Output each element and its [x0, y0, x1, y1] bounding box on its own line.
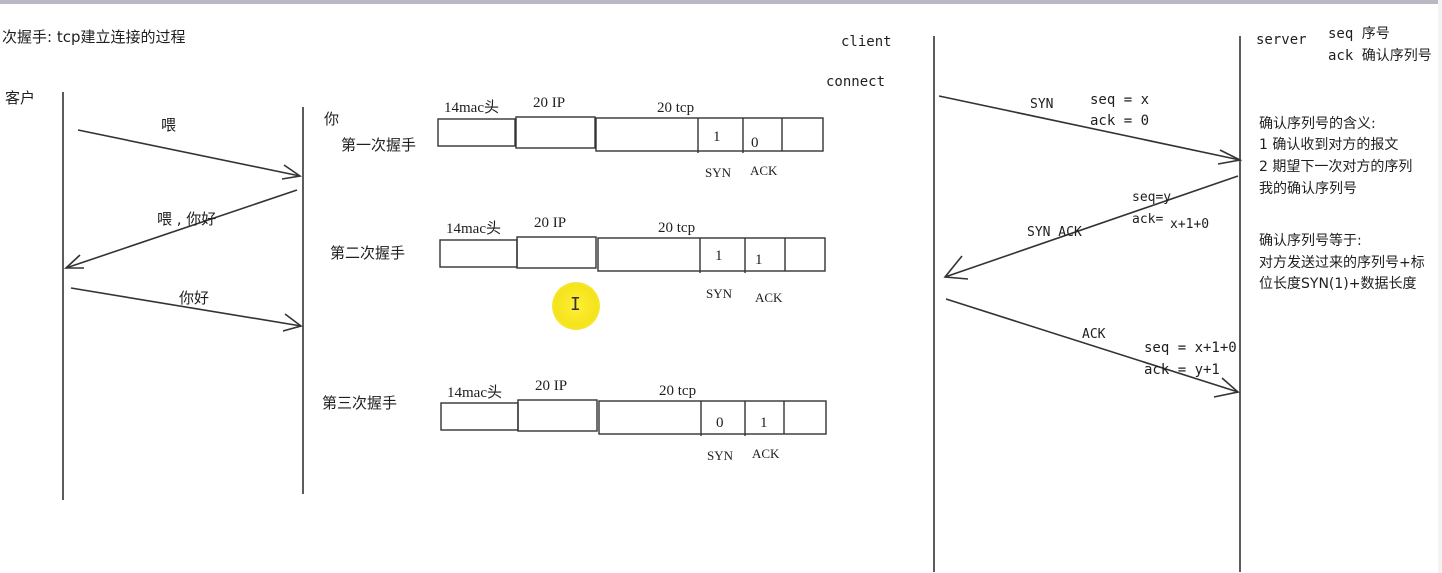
arrow1-flag: SYN: [1030, 97, 1054, 112]
arrowhead-ack: [1213, 377, 1240, 398]
arrowhead-syn-ack: [943, 255, 969, 280]
arrow2-ack-value: x+1+0: [1170, 217, 1210, 232]
client-label: 客户: [5, 89, 36, 107]
msg2-label: 喂 , 你好: [157, 210, 217, 228]
handshake-2-ip: 20 IP: [534, 215, 567, 231]
handshake-1-ack-value: 0: [751, 135, 759, 151]
handshake-1-mac: 14mac头: [444, 100, 499, 116]
handshake-2-syn-value: 1: [715, 248, 723, 264]
notes-meaning-1: 1 确认收到对方的报文: [1259, 137, 1399, 153]
arrow-msg3: [70, 287, 302, 327]
handshake-1-syn-label: SYN: [705, 165, 732, 180]
arrowhead-msg1: [281, 164, 303, 180]
arrow-msg2: [65, 189, 298, 269]
arrow3-flag: ACK: [1082, 327, 1106, 342]
box-mac-2: [439, 239, 518, 268]
arrowhead-msg3: [282, 313, 303, 332]
handshake-2-ack-label: ACK: [755, 290, 783, 305]
handshake-2-label: 第二次握手: [330, 244, 406, 262]
arrow3-ack: ack = y+1: [1144, 362, 1220, 378]
handshake-1-ack-label: ACK: [750, 163, 778, 178]
msg3-label: 你好: [179, 289, 210, 307]
box-ip-1: [515, 116, 596, 149]
notes-meaning-3: 我的确认序列号: [1259, 181, 1357, 197]
right-edge: [1438, 0, 1442, 573]
arrow2-seq: seq=y: [1132, 190, 1172, 205]
notes-equals-2: 位长度SYN(1)+数据长度: [1259, 276, 1417, 292]
box-ip-3: [517, 399, 598, 432]
right-server-label: server: [1256, 32, 1307, 48]
box-tcp-1: [595, 117, 824, 152]
arrow-msg1: [77, 129, 301, 177]
arrow1-ack: ack = 0: [1090, 113, 1150, 129]
arrow2-ack-prefix: ack=: [1132, 212, 1164, 227]
arrow2-flags: SYN ACK: [1027, 225, 1082, 240]
handshake-3-mac: 14mac头: [447, 385, 502, 401]
notes-equals-1: 对方发送过来的序列号+标: [1259, 255, 1425, 271]
handshake-1-tcp: 20 tcp: [657, 100, 695, 116]
arrow-syn-ack: [944, 175, 1239, 278]
box-ip-2: [516, 236, 597, 269]
box-mac-3: [440, 402, 519, 431]
box-mac-1: [437, 118, 516, 147]
handshake-1-syn-value: 1: [713, 129, 721, 145]
right-client-label: client: [841, 34, 892, 50]
notes-meaning-2: 2 期望下一次对方的序列: [1259, 159, 1413, 175]
notes-meaning-title: 确认序列号的含义:: [1259, 116, 1376, 132]
arrow-ack: [945, 298, 1239, 393]
arrow-syn: [938, 95, 1241, 161]
text-cursor-icon: I: [570, 294, 581, 315]
connect-label: connect: [826, 74, 886, 90]
arrow3-seq: seq = x+1+0: [1144, 340, 1237, 356]
handshake-1-ip: 20 IP: [533, 95, 566, 111]
cursor-highlight: [552, 282, 600, 330]
arrow1-seq: seq = x: [1090, 92, 1150, 108]
handshake-1-label: 第一次握手: [341, 136, 417, 154]
handshake-2-tcp: 20 tcp: [658, 220, 696, 236]
window-top-border: [0, 0, 1442, 4]
server-label: 你: [324, 110, 340, 128]
handshake-3-ip: 20 IP: [535, 378, 568, 394]
seq-definition: seq 序号: [1328, 26, 1390, 42]
handshake-3-label: 第三次握手: [322, 394, 398, 412]
notes-equals-title: 确认序列号等于:: [1259, 233, 1362, 249]
page-title: 次握手: tcp建立连接的过程: [2, 28, 186, 46]
handshake-3-syn-value: 0: [716, 415, 724, 431]
arrowhead-syn: [1217, 149, 1243, 165]
handshake-3-tcp: 20 tcp: [659, 383, 697, 399]
handshake-3-ack-label: ACK: [752, 446, 780, 461]
ack-definition: ack 确认序列号: [1328, 48, 1432, 64]
box-tcp-2: [597, 237, 826, 272]
arrowhead-msg2: [63, 254, 84, 269]
handshake-3-syn-label: SYN: [707, 448, 734, 463]
msg1-label: 喂: [161, 116, 177, 134]
box-tcp-3: [598, 400, 827, 435]
handshake-3-ack-value: 1: [760, 415, 768, 431]
handshake-2-mac: 14mac头: [446, 221, 501, 237]
handshake-2-ack-value: 1: [755, 252, 763, 268]
handshake-2-syn-label: SYN: [706, 286, 733, 301]
